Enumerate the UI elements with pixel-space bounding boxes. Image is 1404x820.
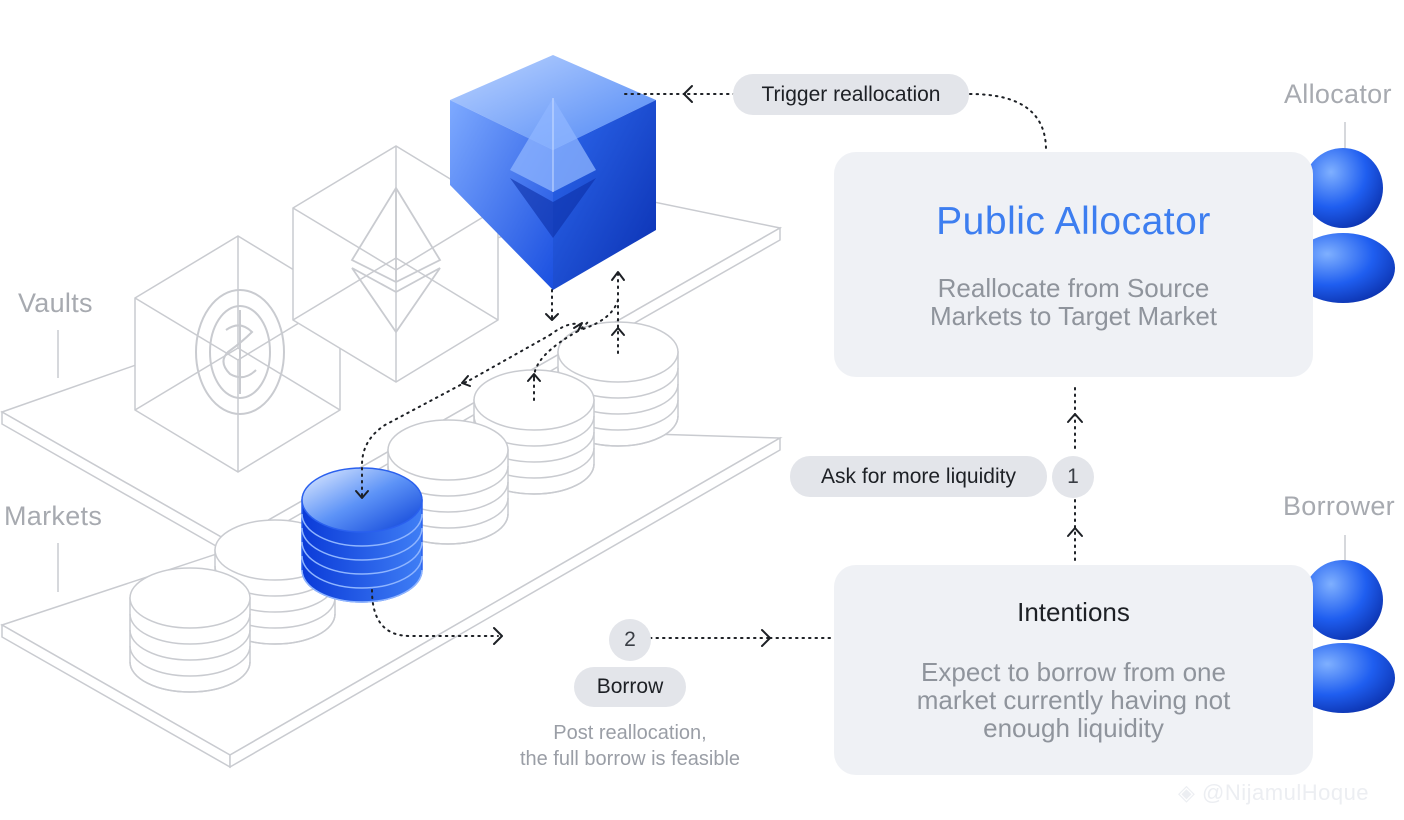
watermark-logo-icon: ◈ xyxy=(1178,780,1203,805)
allocator-label: Allocator xyxy=(1284,79,1392,109)
label-connectors xyxy=(57,122,1346,592)
step-one-badge: 1 xyxy=(1052,456,1094,498)
public-allocator-text-line2: Markets to Target Market xyxy=(929,301,1218,331)
markets-label: Markets xyxy=(4,501,103,531)
caption-line1: Post reallocation, xyxy=(553,722,707,744)
arrow-heads xyxy=(355,85,1083,647)
borrower-avatar xyxy=(1291,560,1395,713)
trigger-reallocation-pill: Trigger reallocation xyxy=(733,74,969,115)
vaults-label: Vaults xyxy=(18,288,93,318)
usdc-vault-cube xyxy=(134,235,341,473)
watermark: ◈ @NijamulHoque xyxy=(1178,780,1369,806)
flow-lines xyxy=(361,93,1076,639)
public-allocator-text-line1: Reallocate from Source xyxy=(937,273,1210,303)
usdc-coin-icon xyxy=(195,289,285,415)
intentions-text-line3: enough liquidity xyxy=(983,713,1164,743)
public-allocator-title: Public Allocator xyxy=(936,200,1211,243)
allocator-avatar xyxy=(1291,148,1395,303)
borrower-label: Borrower xyxy=(1283,491,1395,521)
ask-liquidity-pill: Ask for more liquidity xyxy=(790,456,1047,497)
coin-stack-5 xyxy=(129,567,251,693)
active-market-coin-stack xyxy=(301,467,423,603)
borrow-pill: Borrow xyxy=(574,667,686,707)
step-two-badge: 2 xyxy=(609,619,651,661)
public-allocator-card: Public Allocator Reallocate from Source … xyxy=(834,152,1313,377)
watermark-text: @NijamulHoque xyxy=(1202,780,1370,805)
active-eth-vault-cube xyxy=(450,55,656,290)
intentions-text-line1: Expect to borrow from one xyxy=(921,657,1226,687)
intentions-text-line2: market currently having not xyxy=(916,685,1231,715)
ethereum-icon xyxy=(510,98,596,238)
post-reallocation-caption: Post reallocation, the full borrow is fe… xyxy=(480,720,780,772)
blue-coin-stack xyxy=(301,467,423,603)
intentions-title: Intentions xyxy=(1017,597,1130,627)
intentions-card: Intentions Expect to borrow from one mar… xyxy=(834,565,1313,775)
market-coin-stacks xyxy=(129,321,679,693)
caption-line2: the full borrow is feasible xyxy=(519,748,741,770)
ethereum-icon xyxy=(350,186,442,334)
